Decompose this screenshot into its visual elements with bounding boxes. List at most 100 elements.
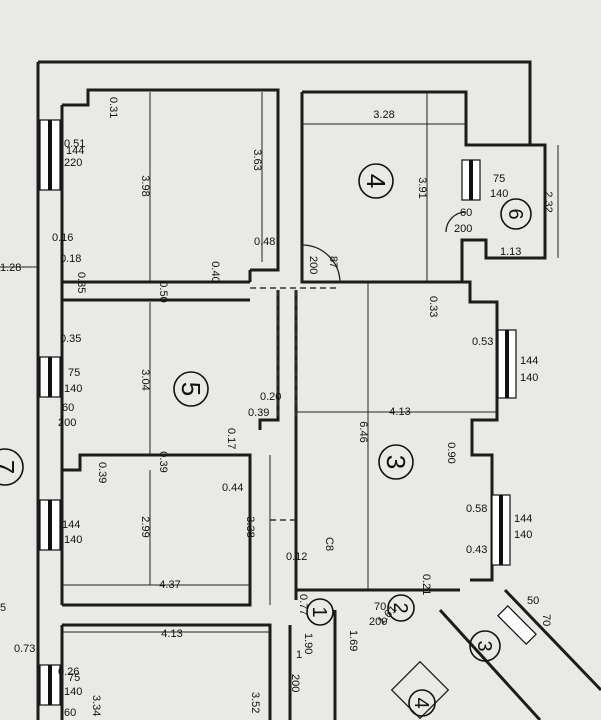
dim-128: 1.28 bbox=[0, 262, 21, 274]
open-144a: 144 bbox=[66, 145, 84, 157]
dim-043: 0.43 bbox=[466, 544, 487, 556]
window-room3-top-bar bbox=[505, 330, 509, 398]
dim-413b: 4.13 bbox=[161, 628, 182, 640]
dim-021: 0.21 bbox=[420, 574, 432, 595]
room-4-circle bbox=[358, 163, 394, 199]
dim-016: 0.16 bbox=[52, 232, 73, 244]
room-7-number: 7 bbox=[0, 460, 20, 474]
room4-wall bbox=[302, 90, 486, 147]
stair-2-number: 2 bbox=[389, 602, 411, 613]
open-75b: 75 bbox=[493, 173, 505, 185]
open-200e: 200 bbox=[289, 674, 301, 692]
dim-232: 2.32 bbox=[542, 191, 554, 212]
stair-4-number: 4 bbox=[410, 697, 432, 708]
dim-048: 0.48 bbox=[254, 236, 275, 248]
dimension-lines bbox=[0, 92, 559, 633]
open-1: 1 bbox=[296, 649, 302, 661]
dim-053: 0.53 bbox=[472, 336, 493, 348]
window-lower-bar bbox=[48, 665, 52, 705]
dim-020: 0.20 bbox=[260, 391, 281, 403]
dim-304: 3.04 bbox=[139, 369, 151, 390]
dim-646: 6.46 bbox=[357, 421, 369, 442]
dim-413a: 4.13 bbox=[389, 406, 410, 418]
dim-299: 2.99 bbox=[139, 516, 151, 537]
open-140f: 140 bbox=[64, 686, 82, 698]
stair-1-number: 1 bbox=[308, 606, 330, 617]
room-3-circle bbox=[378, 444, 414, 480]
open-c8: C8 bbox=[323, 537, 335, 551]
dim-352: 3.52 bbox=[249, 692, 261, 713]
dim-058: 0.58 bbox=[466, 503, 487, 515]
dim-035b: 0.35 bbox=[60, 333, 81, 345]
dim-050: 0.50 bbox=[157, 281, 169, 302]
dim-090: 0.90 bbox=[445, 442, 457, 463]
dim-113: 1.13 bbox=[500, 246, 521, 258]
open-60a: 60 bbox=[62, 402, 74, 414]
dim-040: 0.40 bbox=[209, 261, 221, 282]
open-140e: 140 bbox=[514, 529, 532, 541]
open-144d: 144 bbox=[514, 513, 532, 525]
dim-039b: 0.39 bbox=[96, 462, 108, 483]
room6-wall bbox=[460, 143, 547, 262]
dim-026: 0.26 bbox=[58, 666, 79, 678]
stair-2-circle bbox=[387, 594, 415, 622]
stair-1-circle bbox=[306, 598, 334, 626]
open-140b: 140 bbox=[490, 188, 508, 200]
open-200b: 200 bbox=[307, 256, 319, 274]
dim-398: 3.98 bbox=[139, 175, 151, 196]
windows bbox=[39, 119, 537, 706]
dim-073: 0.73 bbox=[14, 643, 35, 655]
dim-039c: 0.39 bbox=[157, 451, 169, 472]
room-5-number: 5 bbox=[176, 382, 206, 396]
corridor-dashes bbox=[250, 287, 340, 521]
dim-031: 0.31 bbox=[107, 97, 119, 118]
open-70: 70 bbox=[374, 601, 386, 613]
open-75c: 75 bbox=[68, 672, 80, 684]
room-markers: 4 5 3 6 7 1 2 3 4 bbox=[0, 163, 532, 720]
window-room5-top-bar bbox=[48, 120, 52, 190]
dim-018: 0.18 bbox=[60, 253, 81, 265]
dim-035a: 0.35 bbox=[75, 272, 87, 293]
open-200c: 200 bbox=[454, 223, 472, 235]
outer-wall-west bbox=[38, 60, 532, 145]
dim-033a: 0.33 bbox=[427, 296, 439, 317]
dimension-labels: 0.31 3.98 3.63 3.28 3.91 2.32 1.13 0.33 … bbox=[0, 97, 554, 716]
stair-4-diamond bbox=[390, 660, 450, 720]
dim-012: 0.12 bbox=[286, 551, 307, 563]
room-7-circle bbox=[0, 448, 24, 486]
stair-3-circle bbox=[469, 630, 501, 662]
open-60c: 60 bbox=[64, 707, 76, 719]
lower-left-wall bbox=[62, 623, 272, 720]
open-140c: 140 bbox=[520, 372, 538, 384]
window-room5-mid-bar bbox=[48, 357, 52, 397]
open-140d: 140 bbox=[64, 534, 82, 546]
room-3-number: 3 bbox=[381, 455, 411, 469]
window-room3-low-bar bbox=[499, 495, 503, 565]
dim-334: 3.34 bbox=[90, 695, 102, 716]
open-200d: 200 bbox=[369, 616, 387, 628]
room5-lower-wall bbox=[60, 420, 252, 607]
room-5-circle bbox=[173, 371, 209, 407]
open-60b: 60 bbox=[460, 207, 472, 219]
dim-363: 3.63 bbox=[251, 149, 263, 170]
stair-diagonal-2 bbox=[503, 588, 601, 692]
open-140a: 140 bbox=[64, 383, 82, 395]
room-4-number: 4 bbox=[361, 174, 391, 188]
open-200a: 200 bbox=[58, 417, 76, 429]
stair-diagonal bbox=[438, 608, 542, 720]
dim-338: 3.38 bbox=[244, 516, 256, 537]
dim-328: 3.28 bbox=[373, 109, 394, 121]
stair-3-number: 3 bbox=[473, 640, 495, 651]
dim-017: 0.17 bbox=[225, 428, 237, 449]
dim-077: 0.77 bbox=[297, 594, 309, 615]
window-room5-low-bar bbox=[48, 500, 52, 550]
window-stair bbox=[497, 605, 537, 645]
door-swing-87 bbox=[301, 244, 341, 283]
door-swing-60-200 bbox=[445, 211, 467, 233]
open-75a: 75 bbox=[68, 367, 80, 379]
dim-169: 1.69 bbox=[347, 630, 359, 651]
dim-190: 1.90 bbox=[302, 633, 314, 654]
dim-044: 0.44 bbox=[222, 482, 243, 494]
open-144b: 144 bbox=[520, 355, 538, 367]
